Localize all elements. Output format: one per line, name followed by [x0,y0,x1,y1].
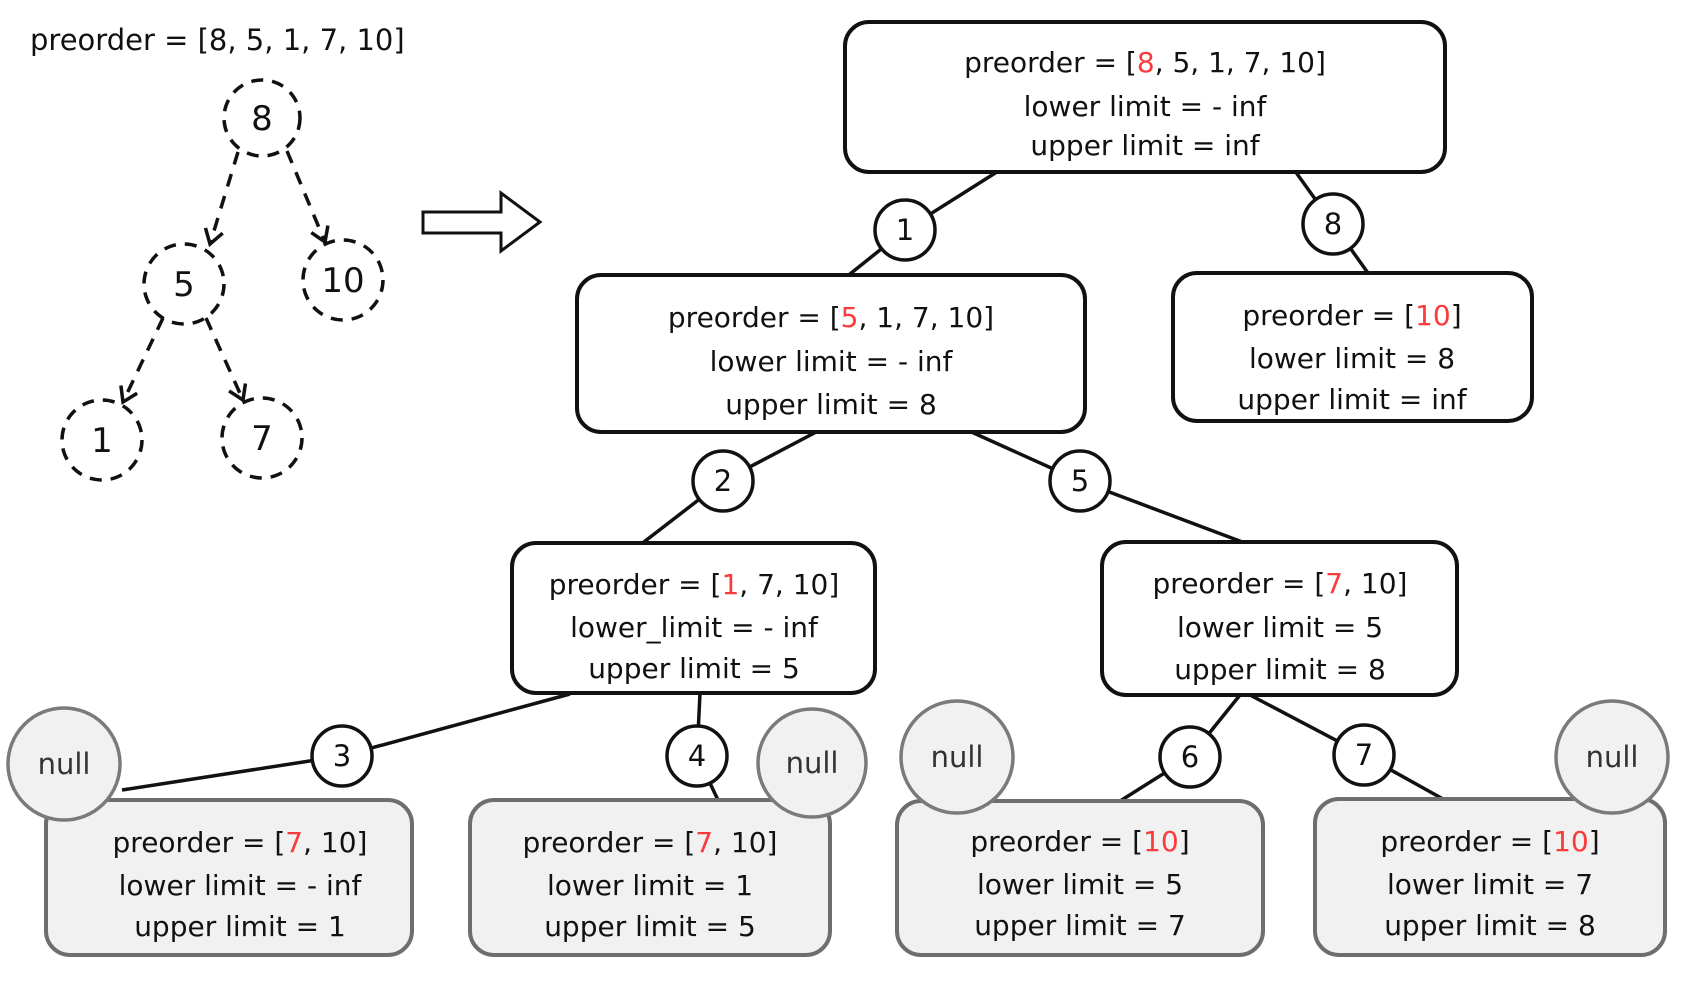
null-node-4-label: null [1586,740,1639,774]
call-box-l2-right-preorder: preorder = [7, 10] [1153,567,1408,600]
leaf-box-a-preorder: preorder = [7, 10] [113,826,368,859]
order-badge-1-label: 1 [896,213,914,247]
call-box-l1-right-frame [1171,271,1534,423]
call-box-l2-right: preorder = [7, 10] lower limit = 5 upper… [1100,540,1459,697]
order-badge-4-label: 4 [688,739,706,773]
null-node-1 [6,706,122,822]
order-badge-8-label: 8 [1324,207,1342,241]
mini-node-7-label: 7 [251,419,273,459]
leaf-box-a: preorder = [7, 10] lower limit = - inf u… [44,798,414,957]
leaf-box-b-preorder: preorder = [7, 10] [523,826,778,859]
call-box-root-preorder: preorder = [8, 5, 1, 7, 10] [964,46,1326,79]
leaf-box-c: preorder = [10] lower limit = 5 upper li… [895,799,1265,957]
call-box-l1-left-lower: lower limit = - inf [710,345,954,378]
leaf-box-a-lower: lower limit = - inf [119,869,363,902]
order-badge-7 [1332,723,1396,787]
leaf-box-d: preorder = [10] lower limit = 7 upper li… [1313,797,1667,957]
call-box-l2-left-lower: lower_limit = - inf [570,611,819,644]
order-badge-7-label: 7 [1355,738,1373,772]
order-badge-8 [1301,192,1365,256]
order-badge-3 [310,724,374,788]
call-box-l2-left: preorder = [1, 7, 10] lower_limit = - in… [510,541,877,695]
call-box-root-frame [843,20,1447,174]
call-box-l2-right-frame [1100,540,1459,697]
null-nodes: null null null null [6,699,1670,822]
call-box-l1-right: preorder = [10] lower limit = 8 upper li… [1171,271,1534,423]
leaf-box-d-preorder: preorder = [10] [1380,825,1599,858]
order-badge-3-label: 3 [333,739,351,773]
order-badge-6-label: 6 [1181,740,1199,774]
order-badge-5 [1048,449,1112,513]
leaf-box-d-lower: lower limit = 7 [1387,868,1593,901]
mini-node-8-label: 8 [251,99,273,139]
leaf-box-c-frame [895,799,1265,957]
leaf-box-a-upper: upper limit = 1 [134,910,346,943]
call-box-l2-right-lower: lower limit = 5 [1177,611,1383,644]
mini-edge-8-5 [203,151,240,248]
null-node-3 [899,699,1015,815]
mini-node-8 [222,78,302,158]
null-node-3-label: null [931,740,984,774]
mini-edge-8-10 [285,150,330,245]
leaf-box-c-preorder: preorder = [10] [970,825,1189,858]
null-node-4 [1554,699,1670,815]
null-node-2 [756,707,868,819]
order-badge-1 [873,198,937,262]
call-box-l2-right-upper: upper limit = 8 [1174,653,1386,686]
mini-node-7 [220,396,304,480]
leaf-box-a-frame [44,798,414,957]
mini-node-10-label: 10 [321,261,364,301]
call-box-l2-left-upper: upper limit = 5 [588,652,800,685]
leaf-box-d-frame [1313,797,1667,957]
leaf-box-b-upper: upper limit = 5 [544,910,756,943]
call-box-l1-left-frame [575,273,1087,434]
leaf-box-c-upper: upper limit = 7 [974,909,1186,942]
mini-edge-5-1 [119,317,165,405]
mini-tree-title: preorder = [8, 5, 1, 7, 10] [30,23,405,57]
order-badge-4 [665,724,729,788]
call-box-l2-left-preorder: preorder = [1, 7, 10] [549,568,840,601]
null-node-1-label: null [38,747,91,781]
leaf-box-d-upper: upper limit = 8 [1384,909,1596,942]
call-box-l2-left-frame [510,541,877,695]
call-tree: preorder = [8, 5, 1, 7, 10] lower limit … [6,20,1670,957]
call-box-root: preorder = [8, 5, 1, 7, 10] lower limit … [843,20,1447,174]
order-badge-2 [691,449,755,513]
call-box-l1-left-upper: upper limit = 8 [725,388,937,421]
leaf-box-b-lower: lower limit = 1 [547,869,753,902]
mini-node-1-label: 1 [91,421,113,461]
mini-node-10 [301,238,385,322]
order-badge-5-label: 5 [1071,464,1089,498]
mini-node-5-label: 5 [173,265,195,305]
call-order-badges: 1 8 2 5 3 4 6 7 [310,192,1396,789]
call-box-root-lower: lower limit = - inf [1024,90,1268,123]
call-box-l1-right-upper: upper limit = inf [1237,383,1467,416]
order-badge-6 [1158,725,1222,789]
transform-arrow-icon [421,190,543,254]
null-node-2-label: null [786,746,839,780]
leaf-box-b-frame [468,798,832,957]
order-badge-2-label: 2 [714,464,732,498]
call-box-l1-left: preorder = [5, 1, 7, 10] lower limit = -… [575,273,1087,434]
call-box-l1-right-lower: lower limit = 8 [1249,342,1455,375]
mini-node-5 [142,242,226,326]
mini-tree: preorder = [8, 5, 1, 7, 10] 8 5 10 1 7 [30,23,405,482]
leaf-box-b: preorder = [7, 10] lower limit = 1 upper… [468,798,832,957]
leaf-box-c-lower: lower limit = 5 [977,868,1183,901]
call-box-root-upper: upper limit = inf [1030,129,1260,162]
call-box-l1-right-preorder: preorder = [10] [1242,299,1461,332]
mini-node-1 [60,398,144,482]
call-box-l1-left-preorder: preorder = [5, 1, 7, 10] [668,301,994,334]
mini-edge-5-7 [204,317,248,403]
